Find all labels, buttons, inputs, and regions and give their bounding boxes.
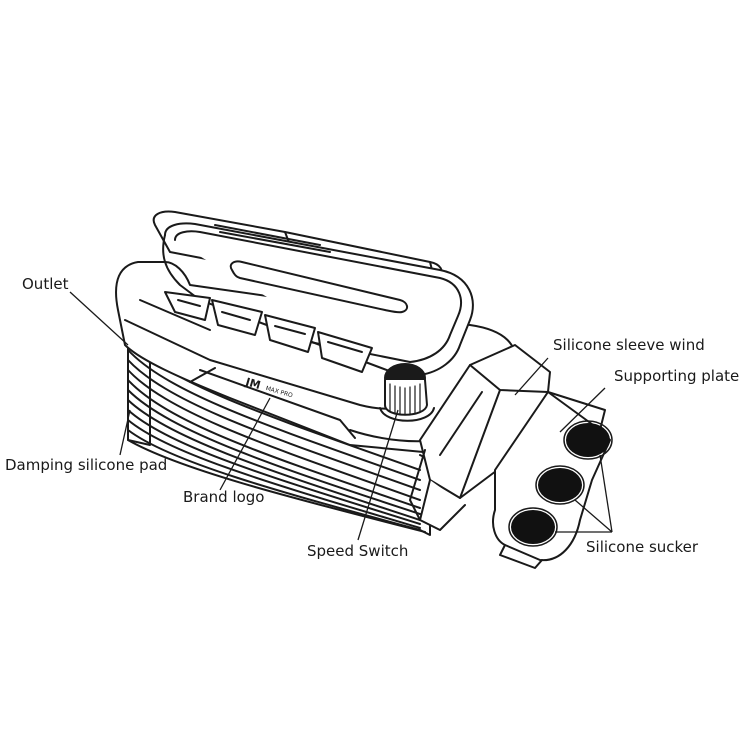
label-supporting-plate: Supporting plate <box>614 367 740 385</box>
top-clamp <box>152 210 474 379</box>
label-damping-pad: Damping silicone pad <box>5 456 168 474</box>
silicone-sucker-top <box>566 423 610 457</box>
label-speed-switch: Speed Switch <box>307 542 409 560</box>
silicone-suckers <box>511 423 610 544</box>
leader-supporting-plate <box>559 387 606 433</box>
leader-sucker-top <box>599 454 613 533</box>
label-outlet: Outlet <box>22 275 69 293</box>
leader-speed-switch <box>357 409 399 541</box>
label-silicone-sucker: Silicone sucker <box>586 538 699 556</box>
outlet-vents <box>164 291 373 373</box>
silicone-sucker-middle <box>538 468 582 502</box>
speed-switch-knob <box>379 363 435 422</box>
leader-outlet <box>69 291 129 346</box>
silicone-sucker-bottom <box>511 510 555 544</box>
label-sleeve-wind: Silicone sleeve wind <box>553 336 705 354</box>
leader-damping-pad <box>119 409 131 456</box>
logo-mark-text: JM <box>243 375 262 392</box>
leader-sucker-middle <box>574 499 613 533</box>
leader-sleeve-wind <box>514 357 549 396</box>
leader-brand-logo <box>219 397 271 491</box>
leader-lines <box>69 291 613 541</box>
label-brand-logo: Brand logo <box>183 488 265 506</box>
